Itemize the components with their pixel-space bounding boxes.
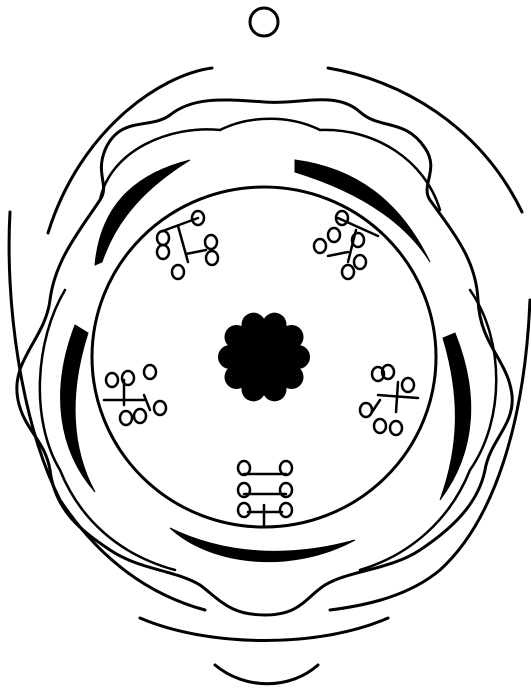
outer-arc-left bbox=[9, 212, 205, 610]
outer-arc-right bbox=[330, 300, 530, 610]
gynoecium-lobe bbox=[241, 313, 265, 337]
stamen-bundle-bottom bbox=[238, 461, 292, 526]
stamen-bundle-right bbox=[360, 365, 418, 435]
lower-bract-arc bbox=[140, 618, 388, 641]
petal-crescent-right bbox=[440, 333, 471, 500]
gynoecium bbox=[218, 313, 310, 402]
stamen-bundle-left bbox=[104, 365, 166, 425]
gynoecium-lobe bbox=[263, 377, 287, 401]
petal-crescent-left bbox=[61, 325, 95, 492]
axis-circle bbox=[250, 8, 278, 36]
gynoecium-lobe bbox=[280, 325, 304, 349]
petal-crescent-bottom bbox=[170, 528, 355, 562]
stamen-bundle-top-left bbox=[157, 211, 218, 279]
bottom-bract-arc bbox=[215, 665, 318, 684]
